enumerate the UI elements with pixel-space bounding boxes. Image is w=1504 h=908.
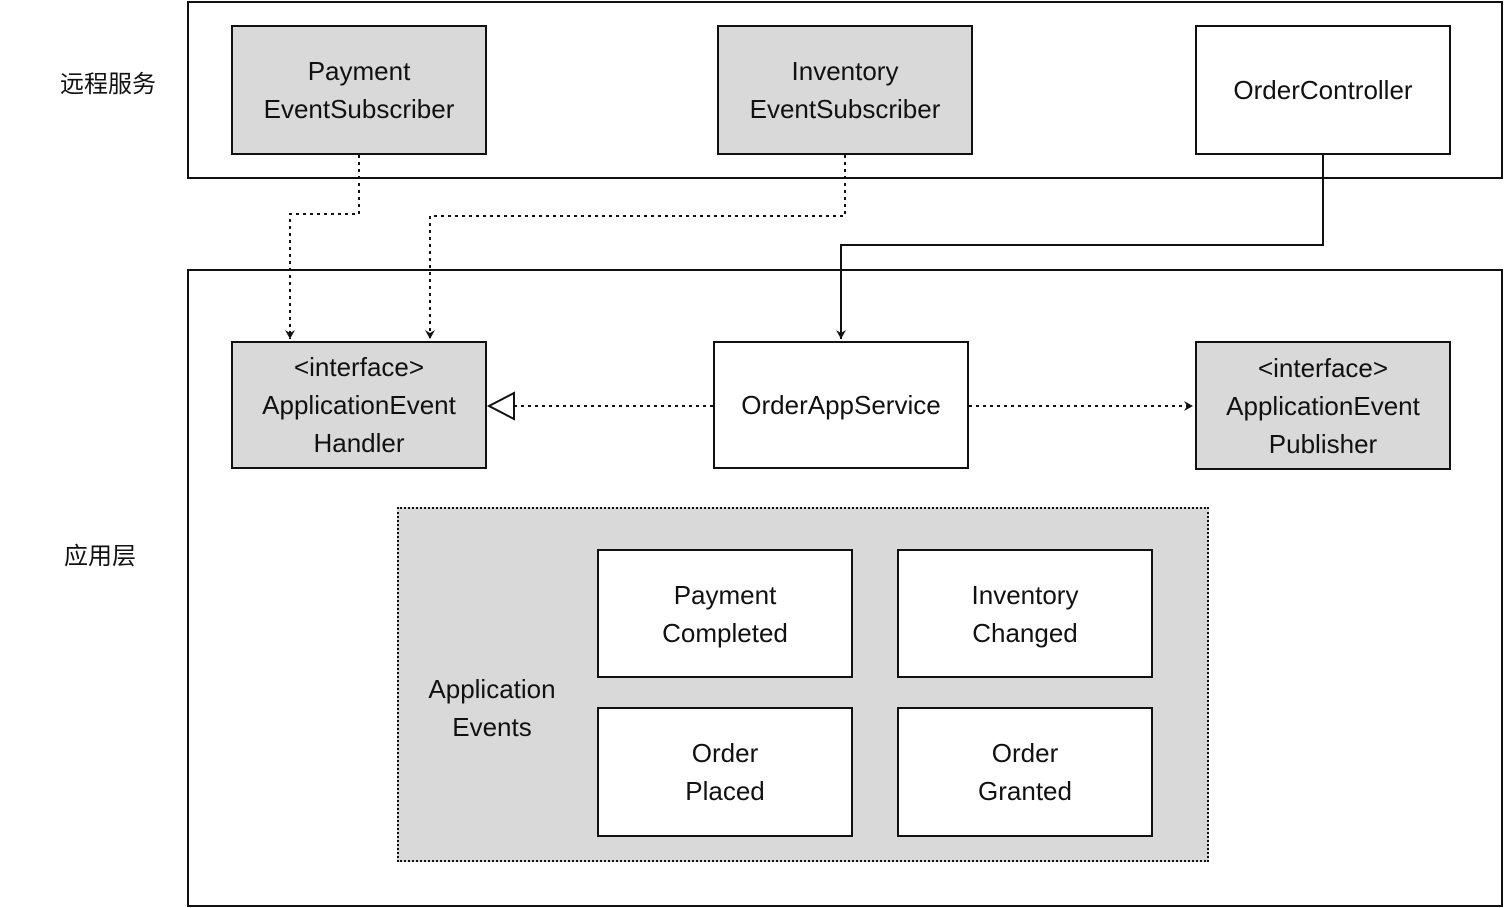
payment-event-subscriber-line-2: EventSubscriber <box>263 94 455 124</box>
event-order-placed-box[interactable]: Order Placed <box>597 707 853 837</box>
application-event-handler-line-3: Handler <box>313 428 405 458</box>
payment-event-subscriber-line-1: Payment <box>307 56 411 86</box>
application-events-label-line-1: Application <box>428 674 556 704</box>
order-controller-box[interactable]: OrderController <box>1195 25 1451 155</box>
event-payment-completed-line-2: Completed <box>662 617 788 648</box>
application-layer-label: 应用层 <box>64 542 136 570</box>
order-app-service-line-1: OrderAppService <box>741 390 941 420</box>
inventory-event-subscriber-line-2: EventSubscriber <box>749 94 941 124</box>
application-events-label: Application Events <box>412 670 572 746</box>
application-event-publisher-line-3: Publisher <box>1268 428 1378 459</box>
remote-service-layer-label: 远程服务 <box>60 70 156 98</box>
event-order-granted-line-2: Granted <box>978 776 1072 806</box>
inventory-event-subscriber-line-1: Inventory <box>791 56 899 86</box>
order-controller-line-1: OrderController <box>1233 75 1413 105</box>
application-events-label-line-2: Events <box>452 712 532 742</box>
application-event-publisher-line-1: <interface> <box>1257 352 1389 383</box>
application-event-handler-box[interactable]: <interface> ApplicationEvent Handler <box>231 341 487 469</box>
event-order-placed-line-1: Order <box>691 738 759 768</box>
event-payment-completed-box[interactable]: Payment Completed <box>597 549 853 678</box>
event-inventory-changed-line-2: Changed <box>972 617 1078 648</box>
payment-event-subscriber-box[interactable]: Payment EventSubscriber <box>231 25 487 155</box>
event-payment-completed-line-1: Payment <box>673 579 777 610</box>
event-order-placed-line-2: Placed <box>685 776 765 806</box>
event-inventory-changed-line-1: Inventory <box>971 579 1079 610</box>
application-event-handler-line-2: ApplicationEvent <box>262 390 456 420</box>
inventory-event-subscriber-box[interactable]: Inventory EventSubscriber <box>717 25 973 155</box>
event-order-granted-box[interactable]: Order Granted <box>897 707 1153 837</box>
application-event-handler-line-1: <interface> <box>293 352 425 382</box>
application-event-publisher-line-2: ApplicationEvent <box>1226 390 1420 421</box>
event-order-granted-line-1: Order <box>991 738 1059 768</box>
order-app-service-box[interactable]: OrderAppService <box>713 341 969 469</box>
event-inventory-changed-box[interactable]: Inventory Changed <box>897 549 1153 678</box>
application-event-publisher-box[interactable]: <interface> ApplicationEvent Publisher <box>1195 341 1451 470</box>
